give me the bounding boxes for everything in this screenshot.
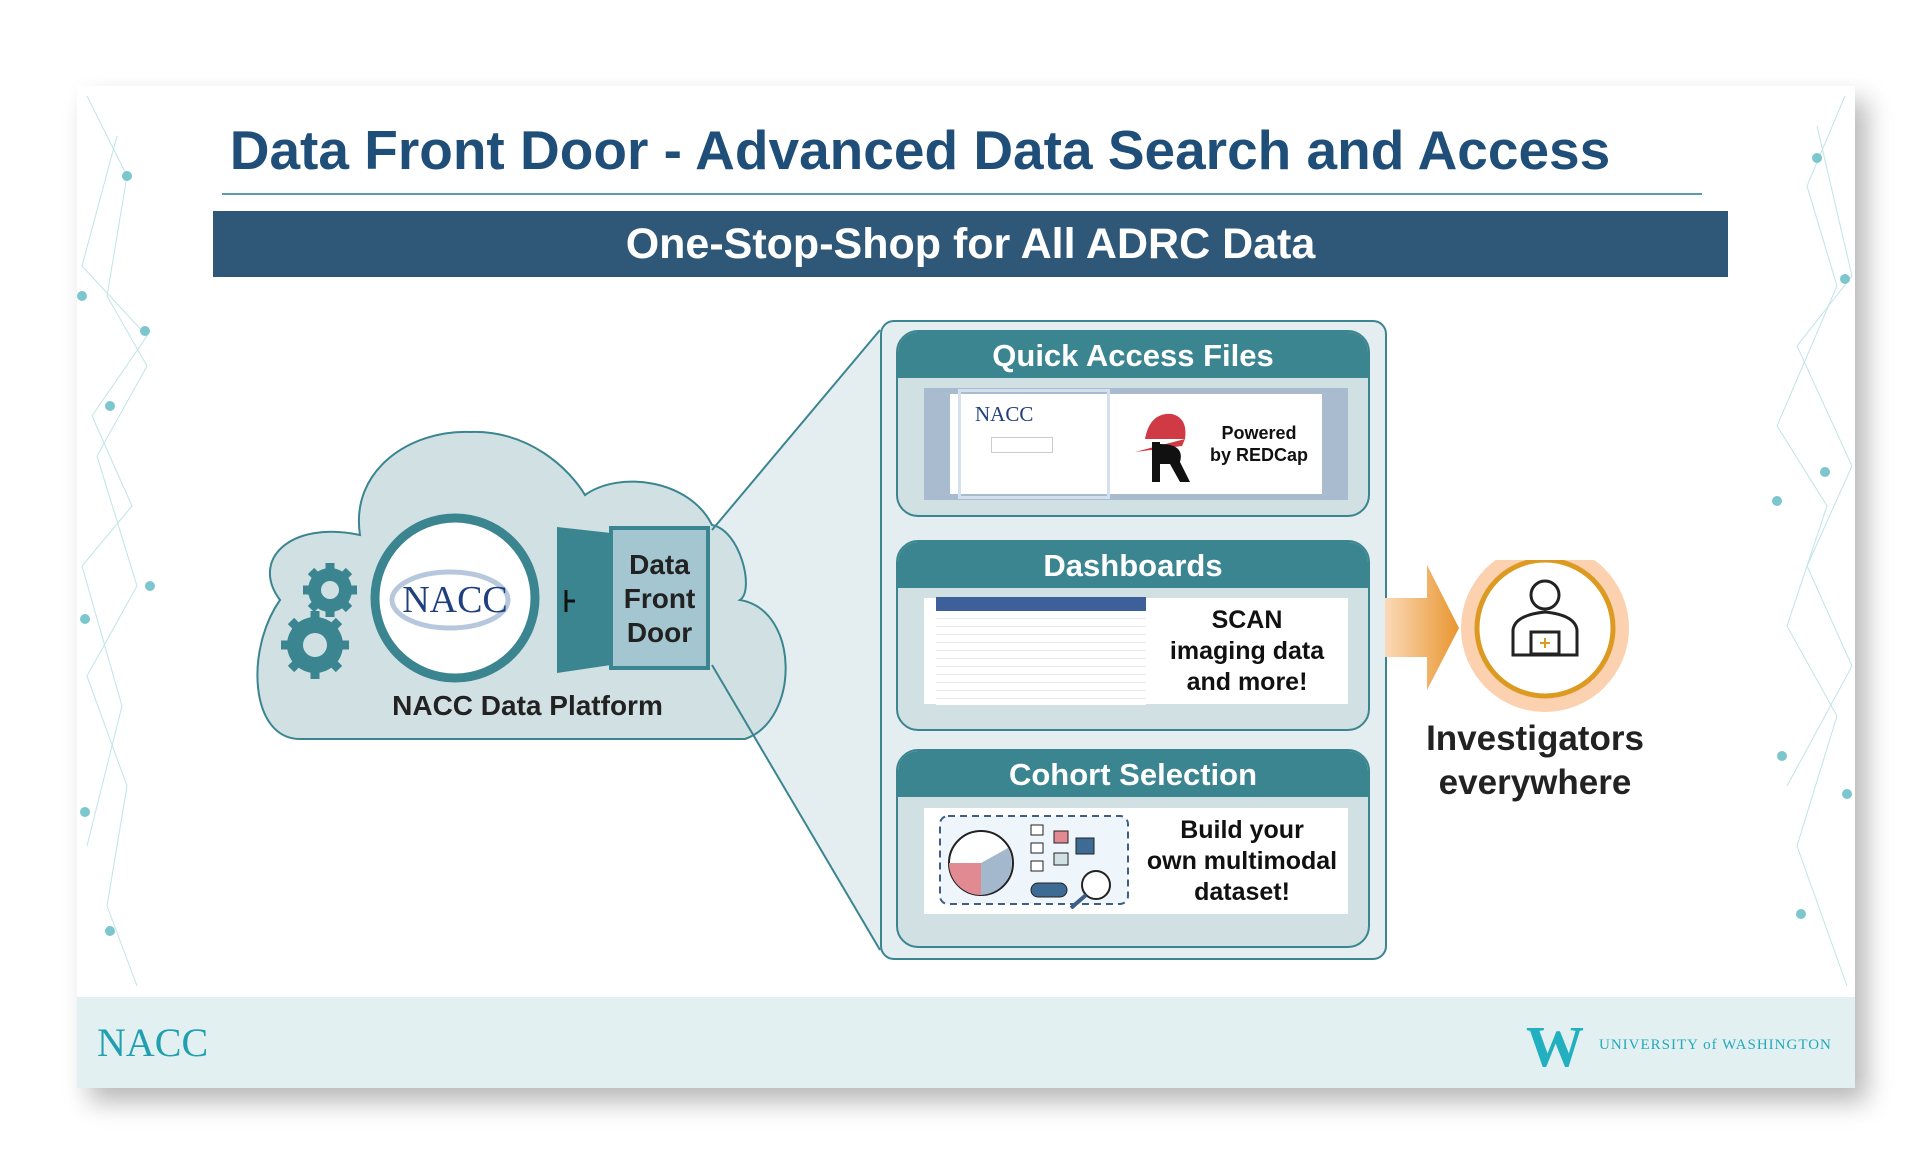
dashboards-caption: SCAN xyxy=(1211,605,1283,634)
door-label-line: Door xyxy=(626,617,693,648)
footer: NACC W UNIVERSITY of WASHINGTON xyxy=(77,997,1855,1088)
door-frame xyxy=(609,526,710,670)
zoom-wedge xyxy=(712,330,880,950)
door-label: Data Front Door xyxy=(611,548,708,650)
arrow-icon xyxy=(1385,560,1629,712)
platform-cloud xyxy=(256,329,881,951)
page-title: Data Front Door - Advanced Data Search a… xyxy=(229,119,1611,181)
door-icon xyxy=(557,527,611,673)
investigators-line: Investigators xyxy=(1426,719,1644,758)
features-panel: Quick Access Files NACC Powered by REDCa… xyxy=(880,320,1387,960)
uw-logo-text: UNIVERSITY of WASHINGTON xyxy=(1599,1037,1832,1053)
platform-label: NACC Data Platform xyxy=(392,690,663,721)
section-cohort-selection[interactable]: Cohort Selection Build your own multimod… xyxy=(896,749,1370,948)
section-title: Quick Access Files xyxy=(898,332,1368,378)
investigators-label: Investigators everywhere xyxy=(1390,717,1680,805)
footer-nacc-logo: NACC xyxy=(97,1020,209,1065)
section-quick-access[interactable]: Quick Access Files NACC Powered by REDCa… xyxy=(896,330,1370,517)
redcap-caption: Powered xyxy=(1221,423,1297,443)
network-decoration xyxy=(77,95,1853,987)
investigators-line: everywhere xyxy=(1438,763,1632,802)
cohort-caption: dataset! xyxy=(1194,877,1290,906)
title-divider xyxy=(222,193,1702,195)
request-form-thumbnail: NACC xyxy=(958,389,1110,499)
nacc-logo: NACC xyxy=(402,579,508,621)
door-label-line: Front xyxy=(623,583,696,614)
redcap-caption: by REDCap xyxy=(1210,445,1309,465)
uw-logo-mark: W xyxy=(1526,1014,1584,1079)
cohort-caption: Build your xyxy=(1180,815,1304,844)
gears-icon xyxy=(281,563,357,679)
dashboards-caption: imaging data xyxy=(1169,636,1325,665)
section-dashboards[interactable]: Dashboards SCAN imaging data and more! xyxy=(896,540,1370,731)
door-label-line: Data xyxy=(629,549,690,580)
redcap-logo-icon xyxy=(1135,413,1190,482)
section-title: Cohort Selection xyxy=(898,751,1368,797)
section-title: Dashboards xyxy=(898,542,1368,588)
dashboards-caption: and more! xyxy=(1186,667,1308,696)
thumb-logo: NACC xyxy=(975,402,1034,426)
doctor-icon xyxy=(1511,579,1579,657)
nacc-logo-circle xyxy=(370,513,540,683)
cohort-builder-icon xyxy=(939,815,1129,909)
subtitle-banner: One-Stop-Shop for All ADRC Data xyxy=(213,211,1728,277)
cohort-caption: own multimodal xyxy=(1146,846,1338,875)
dashboard-thumbnail xyxy=(936,597,1146,705)
